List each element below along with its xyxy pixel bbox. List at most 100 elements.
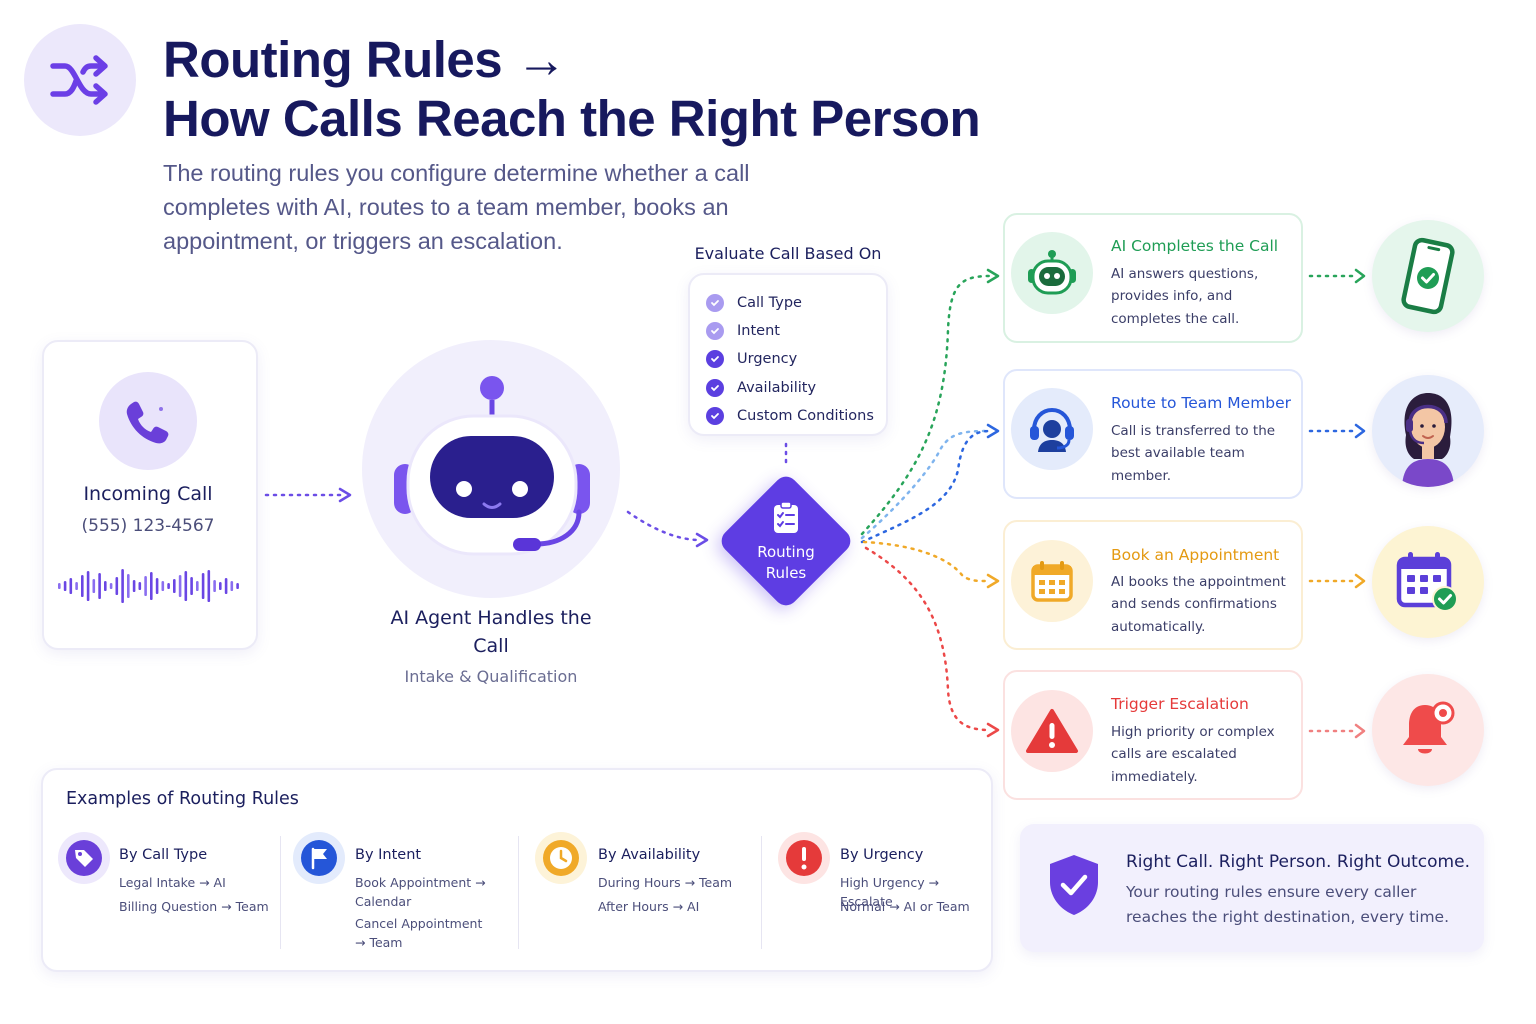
outcome-title: Book an Appointment	[1111, 546, 1280, 564]
agent-title: AI Agent Handles the Call	[390, 607, 592, 657]
phone-check-icon	[1401, 237, 1455, 315]
soundwave-bar	[86, 571, 90, 601]
evaluate-criteria-box: Call Type Intent Urgency Availability Cu…	[688, 273, 888, 436]
result-team-member	[1372, 375, 1484, 487]
soundwave-bar	[132, 580, 136, 592]
soundwave-bar	[75, 582, 78, 590]
soundwave-bar	[207, 570, 211, 602]
soundwave-bar	[81, 575, 84, 597]
soundwave-bar	[219, 582, 222, 590]
example-heading: By Call Type	[119, 847, 208, 863]
soundwave-bar	[224, 578, 228, 594]
shield-check-icon	[1050, 855, 1098, 915]
check-icon	[706, 406, 724, 425]
agent-subtitle: Intake & Qualification	[404, 667, 578, 686]
column-divider	[518, 836, 519, 949]
outcome-title: AI Completes the Call	[1111, 237, 1279, 255]
soundwave-bar	[236, 583, 239, 589]
example-item: After Hours → AI	[598, 899, 700, 914]
result-bell	[1372, 674, 1484, 786]
check-icon	[706, 378, 724, 397]
soundwave-bar	[173, 579, 176, 593]
tag-icon-badge	[58, 832, 110, 884]
example-item: Billing Question → Team	[119, 899, 269, 914]
check-icon	[706, 322, 724, 341]
incoming-call-number: (555) 123-4567	[81, 516, 215, 536]
alert-icon	[786, 840, 822, 876]
example-heading: By Intent	[355, 847, 422, 863]
soundwave-bar	[230, 581, 234, 591]
criterion-label: Custom Conditions	[737, 407, 874, 424]
soundwave-bar	[69, 578, 73, 594]
flag-icon	[301, 840, 337, 876]
check-icon	[706, 294, 724, 313]
tag-icon	[66, 840, 102, 876]
example-item: Cancel Appointment → Team	[355, 916, 483, 950]
clock-icon	[543, 840, 579, 876]
example-item: High Urgency → Escalate	[840, 875, 940, 909]
agent-avatar-icon	[1402, 393, 1454, 487]
bell-icon	[1403, 701, 1455, 754]
warning-icon-badge	[1011, 690, 1093, 772]
examples-panel	[41, 768, 993, 972]
calendar-icon	[1031, 561, 1073, 602]
clipboard-icon	[774, 501, 798, 533]
headset-icon	[1030, 407, 1074, 452]
criterion-availability: Availability	[706, 374, 886, 402]
criterion-label: Availability	[737, 379, 817, 396]
flag-icon-badge	[293, 832, 345, 884]
soundwave-bar	[184, 571, 188, 601]
routing-rules-label: Routing Rules	[757, 543, 815, 582]
result-phone-check	[1372, 220, 1484, 332]
example-item: Book Appointment → Calendar	[355, 875, 486, 909]
criterion-label: Intent	[737, 323, 780, 340]
soundwave-bar	[115, 577, 119, 595]
shuffle-icon-badge	[24, 24, 136, 136]
soundwave-bar	[127, 574, 130, 598]
outcome-card-ai-completes: AI Completes the Call AI answers questio…	[1003, 213, 1303, 343]
outcome-title: Trigger Escalation	[1111, 695, 1249, 713]
criterion-custom-conditions: Custom Conditions	[706, 402, 886, 430]
check-icon	[706, 350, 724, 369]
soundwave-bar	[58, 583, 61, 589]
evaluate-title: Evaluate Call Based On	[694, 244, 882, 263]
outcome-summary-desc: Your routing rules ensure every caller r…	[1126, 883, 1450, 926]
criterion-label: Urgency	[737, 351, 798, 368]
outcome-desc: High priority or complex calls are escal…	[1111, 724, 1275, 785]
criterion-urgency: Urgency	[706, 345, 886, 373]
soundwave-bar	[104, 581, 107, 591]
warning-icon	[1026, 709, 1078, 753]
robot-icon	[394, 376, 590, 556]
calendar-check-icon	[1396, 552, 1458, 612]
criterion-label: Call Type	[737, 295, 802, 312]
outcome-card-book-appointment: Book an Appointment AI books the appoint…	[1003, 520, 1303, 650]
column-divider	[761, 836, 762, 949]
outcome-summary-title: Right Call. Right Person. Right Outcome.	[1126, 852, 1470, 872]
headset-icon-badge	[1011, 388, 1093, 470]
soundwave-bar	[150, 572, 153, 600]
example-heading: By Urgency	[840, 847, 924, 863]
shuffle-icon	[50, 55, 108, 105]
soundwave-bar	[121, 569, 124, 603]
phone-icon	[126, 401, 169, 444]
soundwave-bar	[98, 573, 101, 599]
outcome-card-escalation: Trigger Escalation High priority or comp…	[1003, 670, 1303, 800]
criterion-intent: Intent	[706, 317, 886, 345]
incoming-call-title: Incoming Call	[83, 483, 213, 505]
clock-icon-badge	[535, 832, 587, 884]
bot-icon-badge	[1011, 232, 1093, 314]
soundwave-bar	[213, 580, 216, 592]
example-heading: By Availability	[598, 847, 701, 863]
soundwave-bar	[92, 579, 96, 593]
calendar-icon-badge	[1011, 540, 1093, 622]
example-item: Legal Intake → AI	[119, 875, 226, 890]
examples-title: Examples of Routing Rules	[66, 789, 299, 809]
soundwave-bar	[138, 582, 142, 590]
outcome-title: Route to Team Member	[1111, 394, 1292, 412]
page-subtitle: The routing rules you configure determin…	[163, 160, 750, 254]
alert-icon-badge	[778, 832, 830, 884]
outcome-desc: AI books the appointment and sends confi…	[1111, 574, 1286, 635]
example-item: During Hours → Team	[598, 875, 733, 890]
outcome-card-route-team: Route to Team Member Call is transferred…	[1003, 369, 1303, 499]
page-title-line1: Routing Rules →	[163, 31, 567, 88]
